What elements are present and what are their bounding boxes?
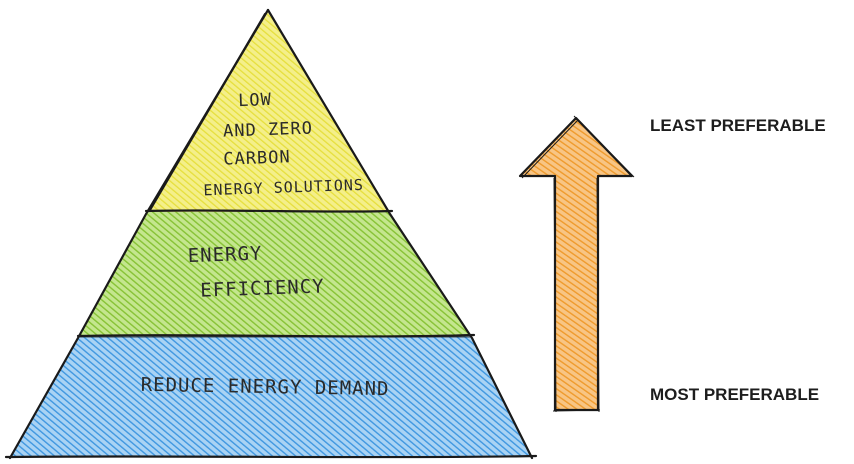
- preference-arrow: [518, 115, 635, 413]
- least-preferable-label: LEAST PREFERABLE: [650, 116, 826, 135]
- svg-text:REDUCE ENERGY DEMAND: REDUCE ENERGY DEMAND: [140, 374, 389, 400]
- middle-tier-line-2: EFFICIENCY: [200, 275, 325, 301]
- svg-text:LOW AND ZERO CARBO: LOW AND ZERO CARBON ENERGY SOLUTIONS: [200, 87, 364, 200]
- bottom-tier-line-1: REDUCE ENERGY DEMAND: [140, 374, 389, 400]
- pyramid-outline: [4, 8, 538, 460]
- top-tier-line-2: AND ZERO: [223, 119, 314, 142]
- pyramid-tier-middle: [80, 212, 470, 336]
- middle-tier-line-1: ENERGY: [187, 243, 262, 268]
- svg-text:ENERGY EFFICIENCY: ENERGY EFFICIENCY: [187, 240, 325, 302]
- pyramid-tier-top: [148, 12, 388, 212]
- top-tier-line-4: ENERGY SOLUTIONS: [203, 176, 364, 200]
- top-tier-line-3: CARBON: [223, 147, 291, 169]
- arrow-shape: [518, 116, 634, 412]
- top-tier-line-1: LOW: [238, 90, 272, 111]
- pyramid-tier-bottom: [12, 336, 530, 456]
- most-preferable-label: MOST PREFERABLE: [650, 385, 820, 404]
- pyramid: LOW AND ZERO CARBON ENERGY SOLUTIONS ENE…: [4, 8, 538, 460]
